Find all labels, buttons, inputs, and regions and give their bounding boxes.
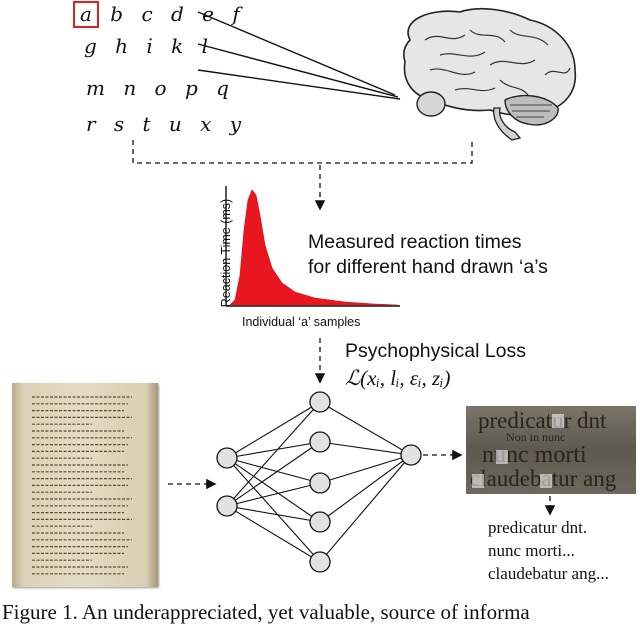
- highlight-letter-mark: [472, 474, 484, 488]
- loss-title: Psychophysical Loss: [345, 340, 527, 362]
- manuscript-text-lines: [32, 396, 132, 575]
- hidden-node: [309, 551, 331, 573]
- highlight-letter-mark: [540, 474, 552, 488]
- network-nodes: [216, 391, 422, 573]
- measured-line: Measured reaction times: [308, 231, 522, 253]
- hidden-node: [309, 472, 331, 494]
- transcription-line: predicatur dnt.: [488, 518, 588, 537]
- alphabet-row: r s t u x y: [86, 112, 248, 136]
- alphabet-row: a b c d e f: [80, 2, 246, 26]
- transcription-line: claudebatur ang...: [488, 564, 609, 583]
- connector-line: [197, 11, 396, 96]
- transcription-line: nunc morti...: [488, 541, 575, 560]
- network-edges: [226, 401, 412, 563]
- hidden-node: [309, 391, 331, 413]
- highlight-letter-mark: [552, 414, 564, 428]
- output-node: [400, 444, 422, 466]
- dashed-connector: [132, 140, 473, 164]
- connector-line: [197, 69, 401, 100]
- measured-caption: Measured reaction times for different ha…: [308, 230, 548, 280]
- alphabet-row: m n o p q: [86, 76, 235, 100]
- hidden-node: [309, 431, 331, 453]
- hidden-node: [309, 511, 331, 533]
- loss-formula: ℒ(xᵢ, lᵢ, εᵢ, zᵢ): [345, 366, 451, 390]
- histogram-shape: [229, 189, 399, 306]
- figure-caption: Figure 1. An underappreciated, yet valua…: [2, 600, 530, 624]
- measured-line: for different hand drawn ‘a’s: [308, 256, 548, 278]
- manuscript-image: [12, 383, 158, 587]
- manuscript-crop-image: predicatur dnt Non in nunc nunc morti cl…: [466, 406, 636, 494]
- brain-icon: [403, 7, 577, 141]
- crop-line: Non in nunc: [506, 430, 566, 444]
- highlight-box: [73, 1, 99, 28]
- input-node: [216, 447, 238, 469]
- connector-line: [197, 43, 399, 98]
- crop-line: predicatur dnt: [478, 408, 607, 433]
- hist-y-label: Reaction Time (ms): [219, 198, 233, 308]
- highlight-letter-mark: [496, 450, 508, 464]
- hist-x-label: Individual ‘a’ samples: [242, 315, 361, 329]
- transcription: predicatur dnt. nunc morti... claudebatu…: [488, 516, 609, 585]
- alphabet-row: g h i k l: [84, 34, 215, 58]
- input-node: [216, 495, 238, 517]
